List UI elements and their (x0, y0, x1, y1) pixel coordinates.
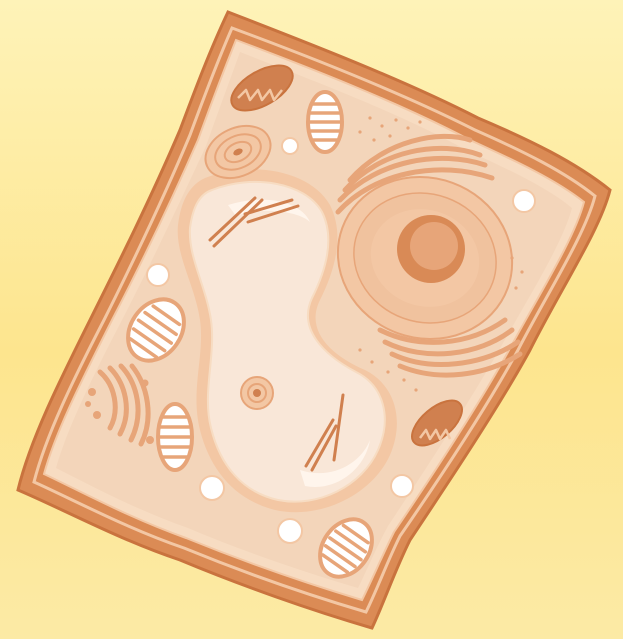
chloroplast-bottom-left (158, 404, 192, 470)
vesicle (147, 264, 169, 286)
vacuole-granule (241, 377, 273, 409)
vesicle (391, 475, 413, 497)
vesicle (282, 138, 298, 154)
vesicle (513, 190, 535, 212)
chloroplast-top (308, 92, 342, 152)
nucleolus-core (410, 222, 458, 270)
vesicle (278, 519, 302, 543)
vesicle (200, 476, 224, 500)
